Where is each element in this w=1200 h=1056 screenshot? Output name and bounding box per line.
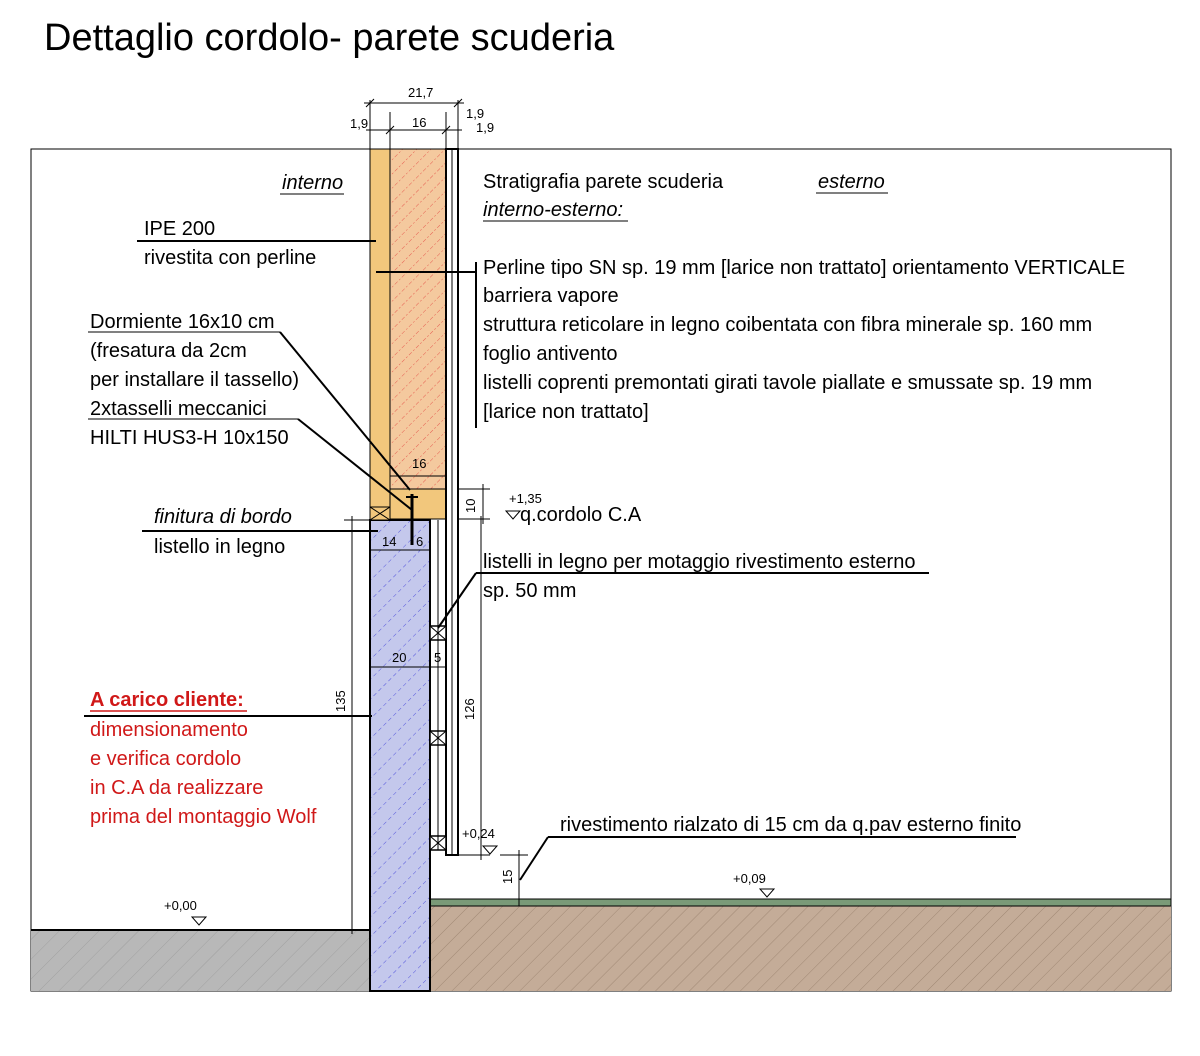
label-strat-3: struttura reticolare in legno coibentata…	[483, 314, 1092, 336]
dim-raise: 15	[500, 870, 515, 884]
ground-outside	[430, 906, 1171, 991]
label-client-2: dimensionamento	[90, 719, 248, 741]
level-marker-cladding-bottom	[481, 845, 499, 855]
label-strat-sub: interno-esterno:	[483, 199, 623, 221]
label-strat-title: Stratigrafia parete scuderia	[483, 171, 724, 193]
label-client-4: in C.A da realizzare	[90, 777, 263, 799]
level-outside-floor: +0,09	[733, 871, 766, 886]
sill-beam	[389, 488, 447, 520]
dim-core: 16	[412, 115, 426, 130]
label-battens-2: sp. 50 mm	[483, 580, 576, 602]
label-dormiente-3: per installare il tassello)	[90, 369, 299, 391]
label-strat-6: [larice non trattato]	[483, 401, 649, 423]
label-raised: rivestimento rialzato di 15 cm da q.pav …	[560, 814, 1021, 836]
level-marker-inside-floor	[190, 916, 208, 926]
label-strat-4: foglio antivento	[483, 343, 618, 365]
dim-total-width: 21,7	[408, 85, 433, 100]
level-inside-floor: +0,00	[164, 898, 197, 913]
dim-sill-height: 10	[463, 499, 478, 513]
dim-kerb-6: 6	[416, 534, 423, 549]
label-strat-2: barriera vapore	[483, 285, 619, 307]
level-kerb-label: q.cordolo C.A	[520, 504, 642, 526]
label-ipe-2: rivestita con perline	[144, 247, 316, 269]
dim-kerb-height: 135	[333, 690, 348, 712]
dim-sill-width: 16	[412, 456, 426, 471]
label-interno: interno	[282, 172, 343, 194]
level-marker-kerb-top	[504, 510, 522, 520]
outside-floor-finish	[429, 898, 1172, 907]
label-ipe-1: IPE 200	[144, 218, 215, 240]
ground-inside	[31, 930, 370, 991]
level-marker-outside-floor	[758, 888, 776, 898]
label-client-3: e verifica cordolo	[90, 748, 241, 770]
batten-group	[429, 520, 447, 851]
label-dormiente-2: (fresatura da 2cm	[90, 340, 247, 362]
dim-kerb-20: 20	[392, 650, 406, 665]
level-kerb-top: +1,35	[509, 491, 542, 506]
label-client-1: A carico cliente:	[90, 689, 244, 711]
label-client-5: prima del montaggio Wolf	[90, 806, 317, 828]
level-cladding-bottom: +0,24	[462, 826, 495, 841]
dim-left-board: 1,9	[350, 116, 368, 131]
label-dormiente-5: HILTI HUS3-H 10x150	[90, 427, 289, 449]
dim-kerb-14: 14	[382, 534, 396, 549]
dim-cladding-height: 126	[462, 698, 477, 720]
dim-right-board-b: 1,9	[476, 120, 494, 135]
label-finitura-2: listello in legno	[154, 536, 285, 558]
dim-kerb-5: 5	[434, 650, 441, 665]
label-strat-5: listelli coprenti premontati girati tavo…	[483, 372, 1092, 394]
top-dimensions	[364, 98, 464, 149]
dim-right-board-a: 1,9	[466, 106, 484, 121]
label-dormiente-1: Dormiente 16x10 cm	[90, 311, 275, 333]
label-strat-1: Perline tipo SN sp. 19 mm [larice non tr…	[483, 257, 1125, 279]
label-dormiente-4: 2xtasselli meccanici	[90, 398, 267, 420]
page-title: Dettaglio cordolo- parete scuderia	[44, 17, 615, 59]
label-esterno: esterno	[818, 171, 885, 193]
insulation-layer	[389, 148, 447, 490]
concrete-kerb	[369, 519, 431, 992]
label-battens-1: listelli in legno per motaggio rivestime…	[483, 551, 915, 573]
label-finitura-1: finitura di bordo	[154, 506, 292, 528]
